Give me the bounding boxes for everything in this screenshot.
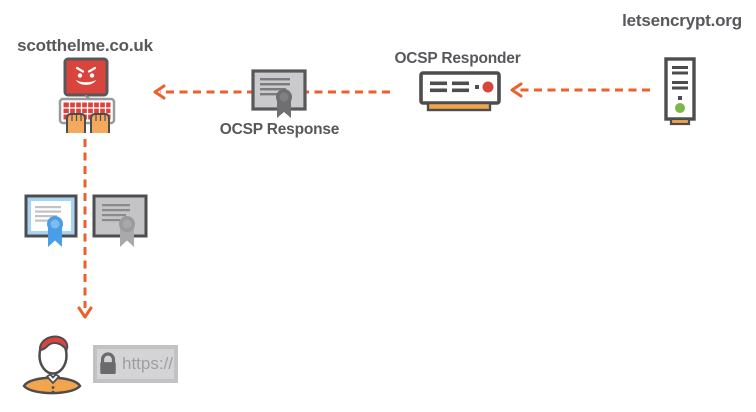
ocsp-response-label: OCSP Response	[219, 121, 340, 138]
address-bar-inner: https://	[97, 349, 174, 379]
server-tower-icon	[664, 57, 696, 126]
responder-slots	[430, 81, 479, 93]
person-hair	[39, 335, 69, 351]
responder-status-light	[482, 81, 494, 93]
responder-device-icon	[419, 71, 501, 112]
typing-hands	[66, 113, 110, 133]
ca-to-responder-arrow	[510, 82, 650, 98]
client-to-user-arrow	[77, 139, 93, 319]
ocsp-response-certificate-icon	[251, 69, 307, 118]
padlock-icon	[100, 352, 116, 374]
certificate-text-lines	[260, 78, 290, 96]
person-icon	[22, 335, 82, 395]
blue-certificate-icon	[24, 194, 78, 247]
person-shirt	[22, 376, 82, 395]
gray-certificate-icon	[92, 194, 148, 247]
client-label: scotthelme.co.uk	[17, 36, 153, 55]
certificate-text-lines	[102, 204, 130, 222]
server-power-light	[675, 103, 685, 113]
address-bar-badge: https://	[93, 345, 178, 383]
ocsp-responder-label: OCSP Responder	[394, 50, 521, 67]
server-base	[669, 117, 691, 126]
evil-face	[75, 66, 97, 73]
certificate-authority-label: letsencrypt.org	[622, 11, 742, 30]
server-vents	[672, 66, 688, 100]
certificate-text-lines	[35, 206, 61, 222]
https-scheme-text: https://	[121, 354, 174, 373]
hacked-computer-icon	[58, 57, 116, 133]
person-collar	[46, 373, 60, 384]
responder-tray	[426, 101, 492, 112]
